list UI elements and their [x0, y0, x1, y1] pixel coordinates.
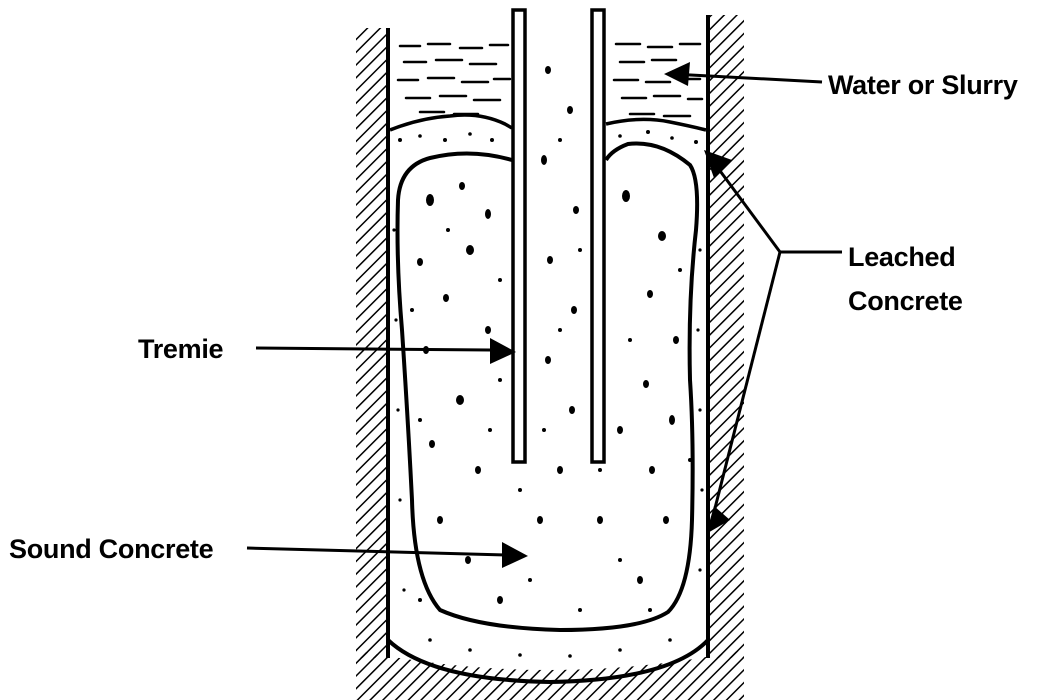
water-or-slurry-label: Water or Slurry — [828, 70, 1018, 100]
right-excavation-wall — [708, 15, 744, 658]
water-slurry-layer — [398, 44, 702, 116]
left-excavation-wall — [356, 28, 388, 658]
sound-concrete-mass — [398, 143, 698, 630]
leached-concrete-label-line2: Concrete — [848, 286, 963, 316]
leached-concrete-boundary — [390, 115, 706, 130]
tremie-pipe — [513, 10, 604, 462]
leached-concrete-label-line1: Leached — [848, 242, 955, 272]
tremie-label: Tremie — [138, 334, 224, 364]
sound-concrete-label: Sound Concrete — [9, 534, 214, 564]
leached-concrete-stipple — [392, 130, 703, 658]
excavation-bottom — [356, 640, 744, 700]
callout-arrows — [247, 74, 842, 555]
sound-concrete-aggregate — [410, 66, 692, 612]
